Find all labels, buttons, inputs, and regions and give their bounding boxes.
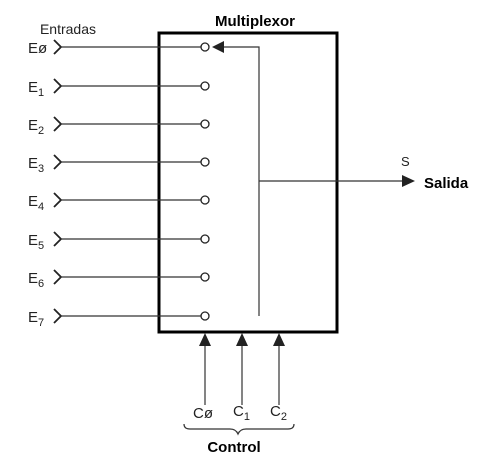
switch-terminal xyxy=(200,311,210,321)
input-row: E7 xyxy=(28,308,210,329)
switch-terminal xyxy=(200,81,210,91)
input-arrow-icon xyxy=(53,39,63,55)
input-arrow-icon xyxy=(53,192,63,208)
input-label: E6 xyxy=(28,270,44,290)
input-arrow-icon xyxy=(53,154,63,170)
input-row: E3 xyxy=(28,154,210,175)
control-label: C1 xyxy=(233,403,250,423)
switch-terminal xyxy=(200,157,210,167)
input-arrow-icon xyxy=(53,116,63,132)
output-symbol: S xyxy=(401,154,410,169)
input-row: E6 xyxy=(28,269,210,290)
input-row: E5 xyxy=(28,231,210,252)
control-label: C2 xyxy=(270,403,287,423)
selector-arrow-icon xyxy=(212,41,224,53)
switch-terminal xyxy=(200,195,210,205)
diagram-title: Multiplexor xyxy=(215,13,295,30)
switch-terminal xyxy=(200,234,210,244)
control-label: Cø xyxy=(193,405,213,422)
control-arrow-icon xyxy=(273,333,285,346)
input-label: E1 xyxy=(28,79,44,99)
input-arrow-icon xyxy=(53,308,63,324)
input-label: E3 xyxy=(28,155,44,175)
selector-wiper xyxy=(222,46,260,316)
multiplexer-box xyxy=(157,31,339,334)
switch-terminal xyxy=(200,119,210,129)
switch-terminal xyxy=(200,272,210,282)
input-label: Eø xyxy=(28,40,47,57)
output-arrow-icon xyxy=(402,175,415,187)
input-row: E4 xyxy=(28,192,210,213)
input-arrow-icon xyxy=(53,269,63,285)
input-row: E2 xyxy=(28,116,210,137)
control-arrow-icon xyxy=(236,333,248,346)
control-label-heading: Control xyxy=(207,439,260,456)
output-label: Salida xyxy=(424,175,469,192)
control-arrow-icon xyxy=(199,333,211,346)
switch-terminal xyxy=(200,42,210,52)
input-row: Eø xyxy=(28,39,210,57)
inputs-heading: Entradas xyxy=(40,21,96,37)
input-row: E1 xyxy=(28,78,210,99)
input-label: E7 xyxy=(28,309,44,329)
input-label: E4 xyxy=(28,193,44,213)
input-label: E5 xyxy=(28,232,44,252)
input-arrow-icon xyxy=(53,231,63,247)
input-arrow-icon xyxy=(53,78,63,94)
control-brace xyxy=(183,423,295,436)
input-label: E2 xyxy=(28,117,44,137)
